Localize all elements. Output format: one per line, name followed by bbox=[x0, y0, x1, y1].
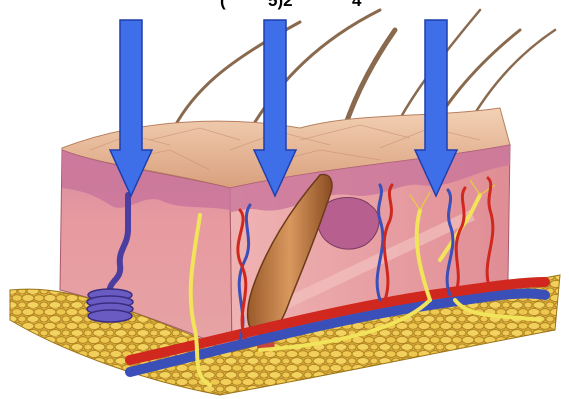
sweat-gland-coil bbox=[87, 289, 133, 322]
